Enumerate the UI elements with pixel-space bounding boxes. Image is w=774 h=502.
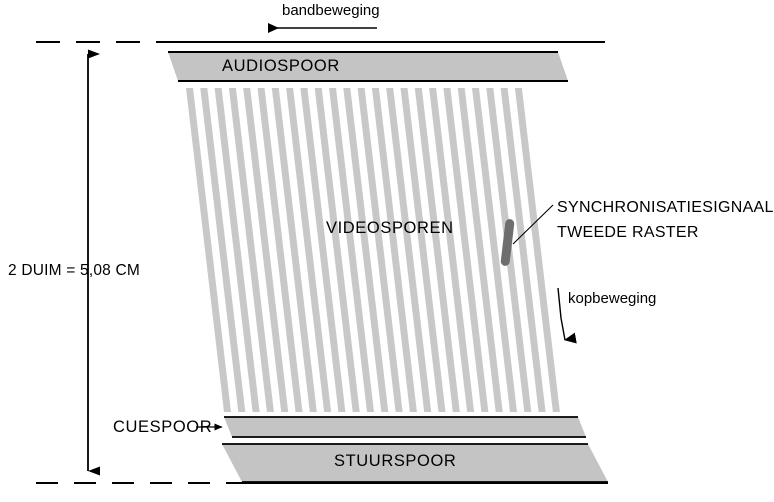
video-track-stripe [300, 88, 346, 412]
sync-signal-label-line1: SYNCHRONISATIESIGNAAL [557, 199, 774, 216]
tape-width-dimension-label: 2 DUIM = 5,08 CM [8, 262, 140, 279]
head-motion-label: kopbeweging [568, 290, 657, 307]
video-track-stripe [414, 88, 460, 412]
video-track-stripe [286, 88, 332, 412]
video-tracks-label: VIDEOSPOREN [326, 219, 454, 237]
head-motion-arrow [557, 287, 577, 344]
video-track-stripe [371, 88, 417, 412]
video-track-stripe [472, 88, 517, 412]
video-track-stripe [200, 88, 246, 412]
video-track-stripe [257, 88, 303, 412]
video-track-stripe [443, 88, 489, 412]
video-track-stripe [186, 88, 231, 412]
video-track-stripe [400, 88, 446, 412]
sync-signal-label-line2: TWEEDE RASTER [557, 224, 699, 241]
video-track-stripe [386, 88, 432, 412]
video-track-stripe [343, 88, 389, 412]
audio-track-label: AUDIOSPOOR [222, 57, 340, 75]
video-track-stripe [457, 88, 503, 412]
video-track-stripe [271, 88, 317, 412]
video-track-stripe [514, 88, 560, 412]
video-track-stripe [243, 88, 289, 412]
video-track-stripe [500, 88, 546, 412]
video-track-stripe [214, 88, 260, 412]
control-track-label: STUURSPOOR [334, 452, 457, 470]
tape-motion-label: bandbeweging [282, 2, 380, 19]
video-track-stripe [314, 88, 360, 412]
video-track-stripe [329, 88, 374, 412]
video-track-stripe [429, 88, 475, 412]
sync-signal-marker [500, 204, 554, 266]
video-track-stripe [357, 88, 403, 412]
video-track-stripe [228, 88, 274, 412]
audio-track-band [168, 51, 568, 82]
cue-track-band [196, 416, 586, 438]
cue-track-label: CUESPOOR [113, 418, 213, 436]
